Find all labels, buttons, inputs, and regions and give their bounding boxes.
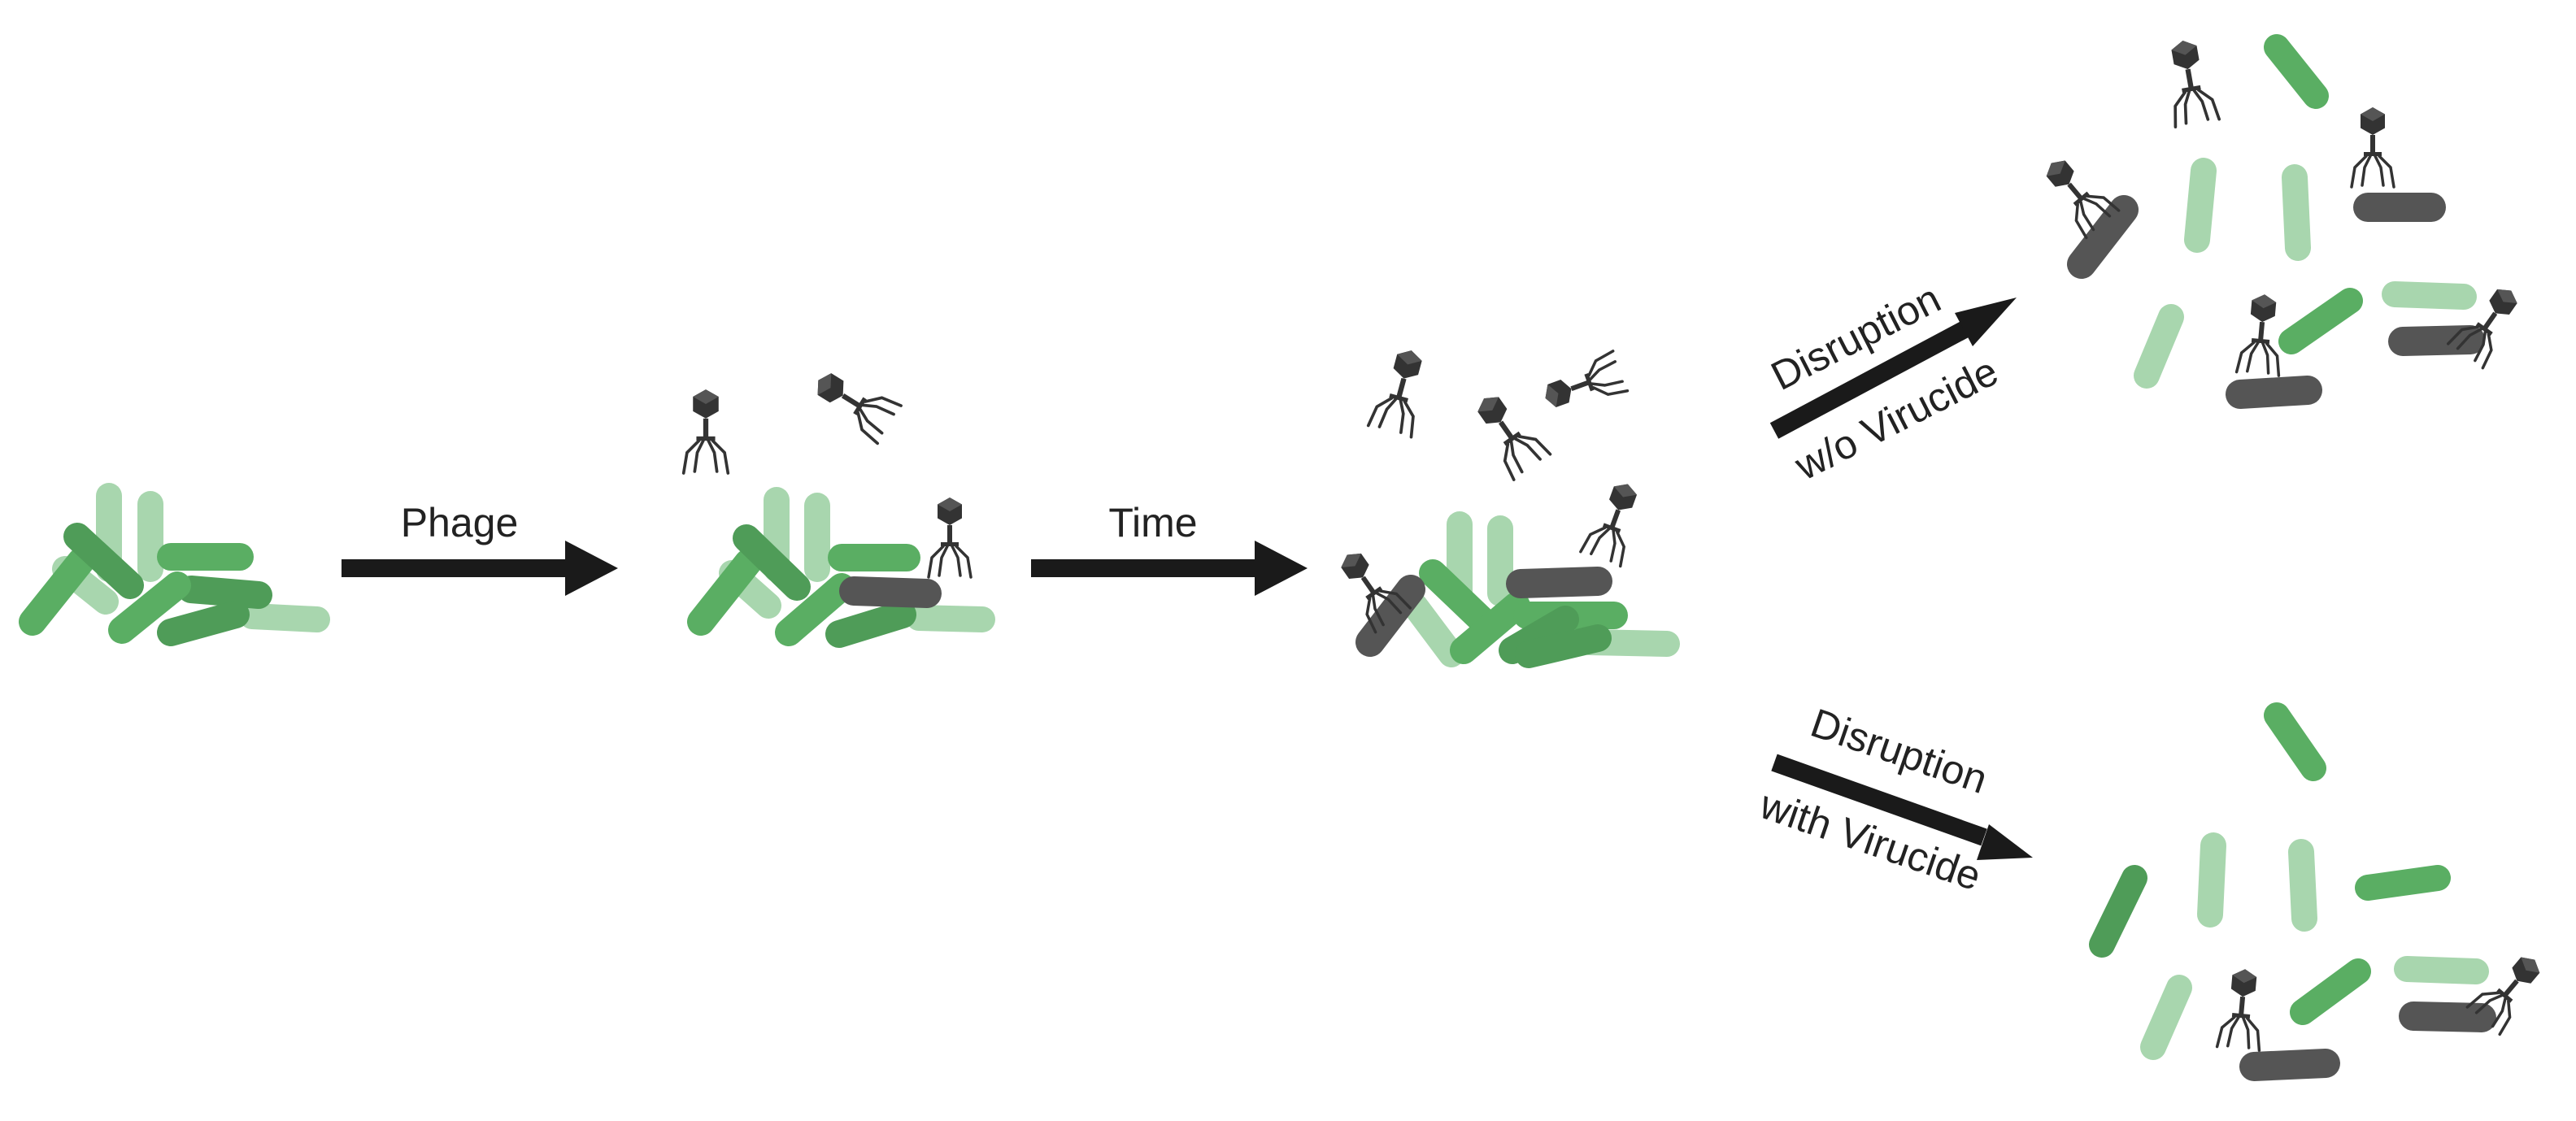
phage-icon	[2234, 291, 2287, 377]
arrow-disruption-with-virucide	[1771, 754, 2033, 860]
bacterium	[2288, 839, 2317, 932]
phage-icon	[805, 359, 903, 445]
bacterium	[1450, 592, 1530, 664]
bacterium	[2355, 865, 2451, 901]
infected-bacterium	[2399, 1002, 2496, 1032]
bacterium	[733, 524, 811, 601]
phage-icon	[1464, 384, 1552, 481]
infected-bacterium	[2226, 376, 2322, 409]
bacterium	[2197, 832, 2226, 928]
bacterium	[1515, 624, 1612, 668]
phage-icon	[2215, 966, 2268, 1052]
bacterium	[906, 605, 995, 632]
arrow-time	[1031, 541, 1308, 596]
phage-icon	[681, 388, 730, 475]
infected-bacterium	[1506, 567, 1612, 598]
bacterium	[2382, 281, 2477, 310]
phage-icon	[927, 496, 973, 579]
infected-bacterium	[2067, 195, 2139, 279]
bacterium	[687, 549, 762, 636]
arrow-phage	[342, 541, 618, 596]
bacterium	[2184, 158, 2217, 253]
bacterium	[1419, 559, 1502, 640]
cluster-initial	[19, 483, 330, 646]
infected-bacterium	[1355, 575, 1425, 657]
bacterium	[825, 601, 916, 648]
bacterium	[2282, 164, 2311, 261]
bacterium	[2264, 702, 2326, 781]
bacterium	[108, 571, 191, 644]
bacterium	[2290, 958, 2371, 1025]
cluster-phage-added	[681, 359, 995, 648]
bacterium	[775, 573, 855, 646]
infected-bacterium	[839, 576, 942, 608]
bacterium	[177, 576, 272, 609]
bacterium	[2134, 304, 2184, 389]
bacterium	[63, 523, 144, 599]
label-phage: Phage	[401, 500, 519, 545]
phage-icon	[1536, 350, 1630, 420]
infected-bacterium	[2388, 325, 2485, 356]
bacterium	[2140, 975, 2192, 1060]
label-time: Time	[1108, 500, 1197, 545]
bacterium	[239, 603, 330, 632]
arrow-disruption-without-virucide	[1769, 298, 2017, 439]
bacterium	[157, 601, 250, 646]
bacterium	[2278, 288, 2363, 354]
phage-icon	[2350, 106, 2395, 189]
phage-icon	[1579, 475, 1650, 568]
result-without-virucide	[2034, 34, 2530, 409]
phage-icon	[2159, 35, 2221, 128]
phage-icon	[1366, 343, 1434, 439]
bacterium	[19, 547, 95, 636]
infected-bacterium	[2239, 1049, 2340, 1081]
bacterium	[2264, 34, 2329, 109]
result-with-virucide	[2089, 702, 2552, 1081]
cluster-after-time	[1328, 343, 1680, 668]
bacterium	[1402, 593, 1464, 667]
bacterium	[2394, 956, 2489, 984]
bacterium	[2089, 865, 2147, 958]
